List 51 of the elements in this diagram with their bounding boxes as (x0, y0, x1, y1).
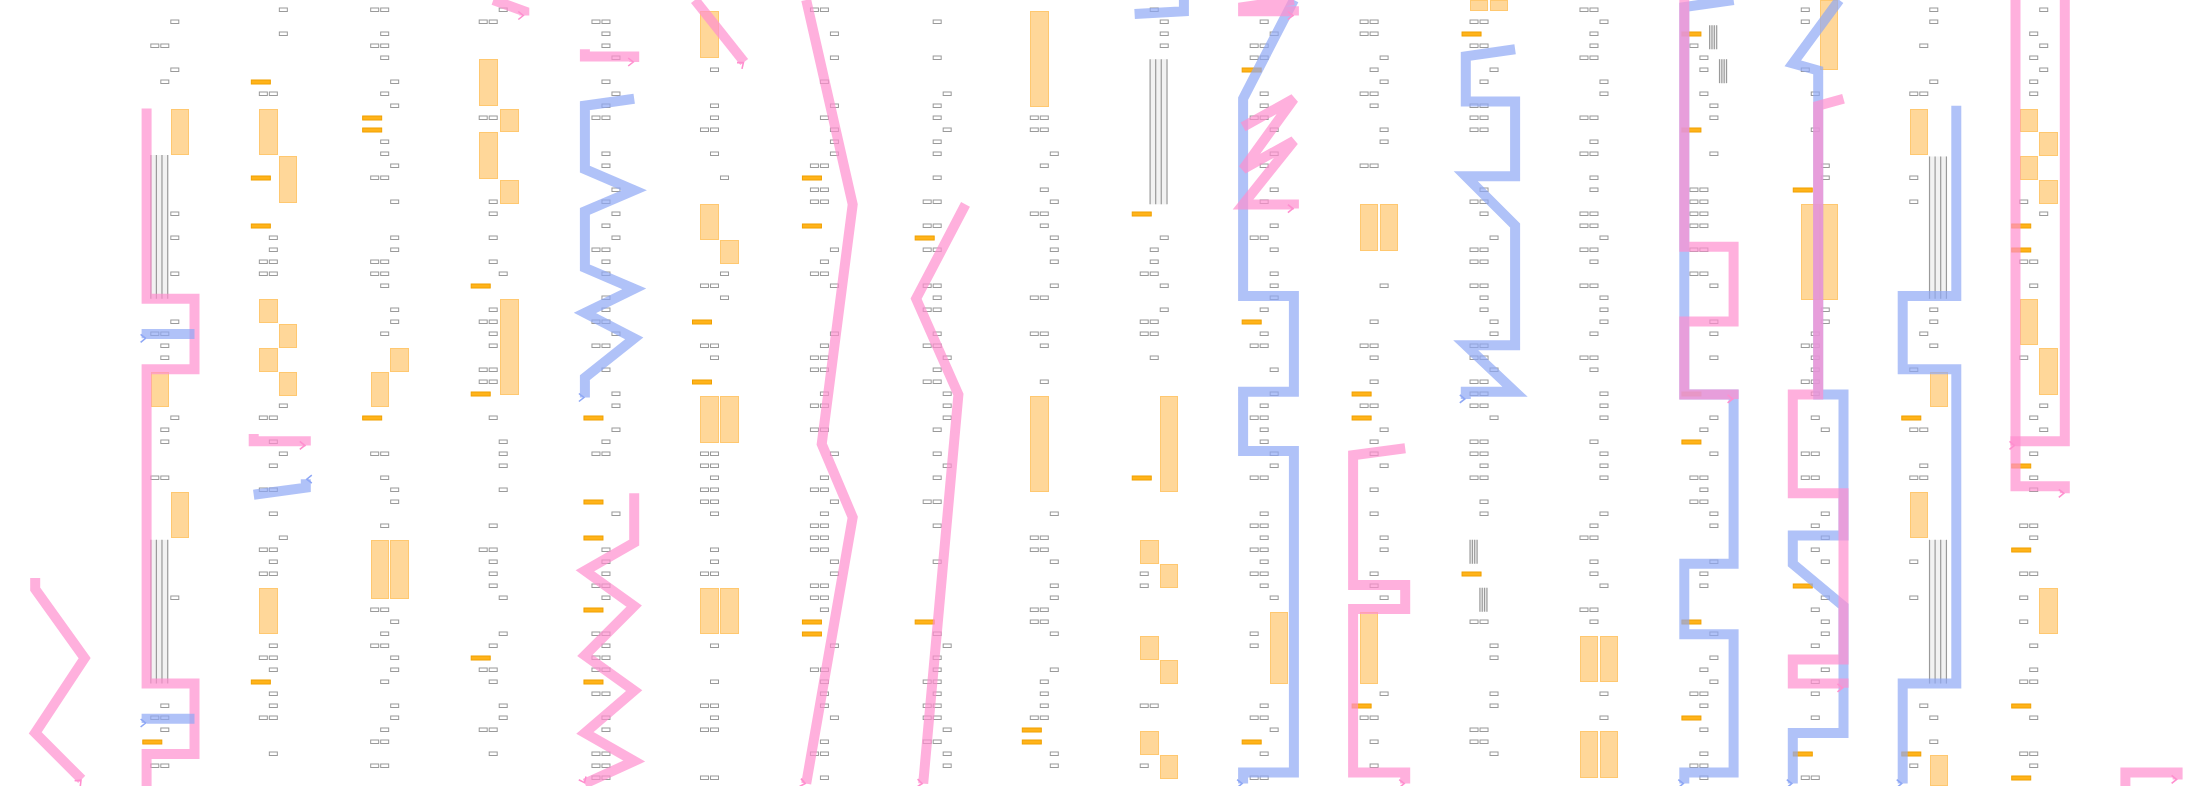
bar-block (259, 587, 278, 635)
bar-block (1360, 611, 1379, 684)
bar-block (1030, 11, 1049, 108)
bar-block (2039, 132, 2058, 157)
bar-block (479, 59, 498, 106)
bar-block (390, 539, 409, 599)
bar-block (1929, 372, 1948, 408)
bar-block (1159, 755, 1179, 780)
bar-block (279, 372, 298, 397)
bar-block (1599, 731, 1618, 778)
bar-block (1140, 539, 1159, 564)
bar-block (2039, 587, 2058, 635)
bar-block (720, 587, 739, 635)
bar-block (1159, 659, 1179, 684)
bar-block (1159, 396, 1179, 492)
bar-block (279, 156, 298, 203)
bar-block (720, 396, 739, 443)
bar-block (390, 348, 409, 373)
bar-block (279, 324, 298, 349)
bar-block (1909, 108, 1929, 155)
bar-block (2039, 180, 2058, 205)
bar-block (370, 372, 389, 408)
bar-block (1140, 731, 1159, 756)
bar-block (1470, 0, 1489, 12)
bar-block (1360, 204, 1379, 251)
bar-block (1159, 563, 1179, 588)
bar-block (170, 491, 189, 539)
bar-block (1579, 731, 1599, 778)
bar-block (1489, 0, 1509, 12)
bar-block (370, 539, 389, 599)
bar-block (1269, 611, 1289, 684)
bar-block (500, 180, 519, 205)
bar-block (1030, 396, 1049, 492)
bar-block (1599, 635, 1618, 683)
bar-block (479, 132, 498, 179)
bar-block (170, 108, 189, 155)
bar-block (700, 587, 719, 635)
bar-block (720, 239, 739, 264)
bar-block (500, 108, 519, 133)
bar-block (1929, 755, 1948, 786)
bar-block (700, 396, 719, 443)
bar-block (2039, 348, 2058, 395)
bar-block (259, 348, 278, 373)
bar-block (259, 108, 278, 155)
bar-block (1909, 491, 1929, 539)
bar-block (1579, 635, 1599, 683)
bar-block (700, 204, 719, 240)
bar-block (1379, 204, 1399, 251)
bar-block (1140, 635, 1159, 660)
bar-block (500, 298, 519, 395)
bar-block (259, 298, 278, 323)
